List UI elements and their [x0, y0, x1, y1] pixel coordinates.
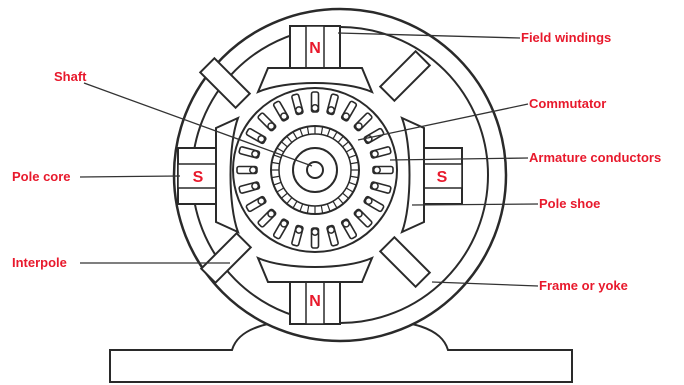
label-field-windings: Field windings [521, 30, 611, 45]
armature-slot [312, 92, 319, 112]
label-shaft: Shaft [54, 69, 87, 84]
armature-conductor [250, 167, 256, 173]
armature-conductor [251, 182, 259, 190]
armature-slot [237, 167, 257, 174]
armature-conductor [327, 106, 335, 114]
label-interpole: Interpole [12, 255, 67, 270]
label-commutator: Commutator [529, 96, 606, 111]
pole-bottom-letter: N [309, 293, 321, 310]
armature-conductor [327, 226, 335, 234]
armature-conductor [312, 105, 318, 111]
armature-slot [373, 167, 393, 174]
armature-conductor [371, 150, 379, 158]
armature-conductor [251, 150, 259, 158]
leader-pole-core [80, 176, 180, 177]
armature-conductor [371, 182, 379, 190]
label-pole-shoe: Pole shoe [539, 196, 600, 211]
label-pole-core: Pole core [12, 169, 71, 184]
armature-conductor [295, 226, 303, 234]
label-frame-or-yoke: Frame or yoke [539, 278, 628, 293]
pole-right-letter: S [437, 169, 448, 186]
armature-conductor [295, 106, 303, 114]
pole-left-letter: S [193, 169, 204, 186]
armature-slot [312, 228, 319, 248]
armature-conductor [374, 167, 380, 173]
armature-conductor [312, 229, 318, 235]
label-armature-conductors: Armature conductors [529, 150, 661, 165]
armature [233, 88, 397, 252]
pole-top-letter: N [309, 40, 321, 57]
